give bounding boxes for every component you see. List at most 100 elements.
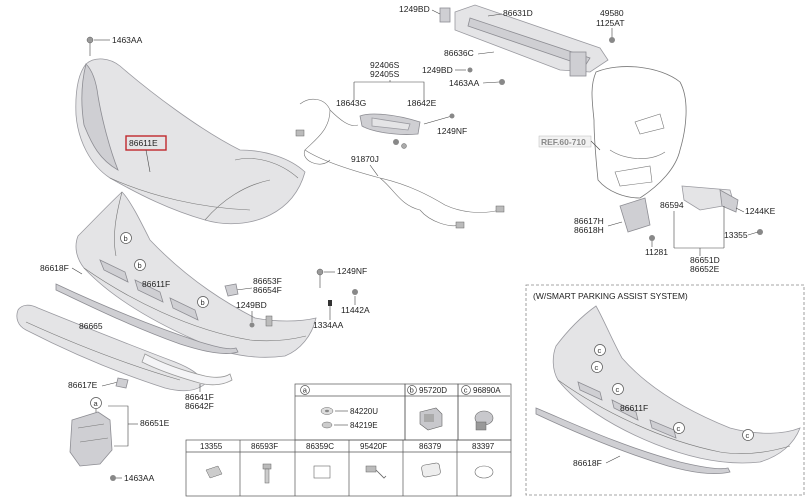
- label-86617H: 86617H: [574, 216, 604, 226]
- inset-callout-c-1: c: [598, 346, 602, 355]
- label-86617E: 86617E: [68, 380, 98, 390]
- table-col-83397: 83397: [472, 442, 495, 451]
- callout-circle-b-3: [197, 296, 209, 308]
- table-circle-c: [461, 385, 471, 395]
- label-86594: 86594: [660, 200, 684, 210]
- bracket-86651E: [69, 411, 113, 467]
- label-86654F: 86654F: [253, 285, 282, 295]
- inset-title: (W/SMART PARKING ASSIST SYSTEM): [533, 291, 688, 301]
- label-86618F-left: 86618F: [40, 263, 69, 273]
- callout-b-1: b: [124, 234, 128, 243]
- label-13355-right: 13355: [724, 230, 748, 240]
- label-1463AA-top: 1463AA: [112, 35, 143, 45]
- table-circle-b: [407, 385, 417, 395]
- label-1463AA-mid: 1463AA: [449, 78, 480, 88]
- inset-callout-circle-c-4: [673, 422, 685, 434]
- inset-callout-c-4: c: [677, 424, 681, 433]
- inset-callout-circle-c-5: [742, 429, 754, 441]
- label-86611F-left: 86611F: [142, 279, 170, 289]
- body-panel-ref: [591, 66, 687, 199]
- label-11442A: 11442A: [341, 305, 370, 315]
- label-86618H: 86618H: [574, 225, 604, 235]
- screw-icon: [262, 463, 272, 484]
- bumper-strip-86618F: [55, 283, 239, 354]
- inset-callout-c-3: c: [616, 385, 620, 394]
- inset-strip: [535, 407, 731, 474]
- callout-b-2: b: [138, 261, 142, 270]
- label-49580: 49580: [600, 8, 624, 18]
- label-92405S: 92405S: [370, 69, 400, 79]
- label-86653F: 86653F: [253, 276, 282, 286]
- callout-b-3: b: [201, 298, 205, 307]
- label-ref-60-710: REF.60-710: [541, 137, 586, 147]
- label-86651D: 86651D: [690, 255, 720, 265]
- label-86631D: 86631D: [503, 8, 533, 18]
- label-92406S: 92406S: [370, 60, 400, 70]
- washer-icon: [321, 421, 333, 429]
- parking-sensor-icon: [474, 410, 494, 431]
- table-header-a: a: [303, 386, 308, 395]
- clip-1463AA-top: [86, 36, 110, 56]
- table-header-95720D: 95720D: [419, 386, 447, 395]
- label-1249NF-mid: 1249NF: [337, 266, 367, 276]
- label-1244KE: 1244KE: [745, 206, 776, 216]
- table-col-86379: 86379: [419, 442, 442, 451]
- label-86641F: 86641F: [185, 392, 214, 402]
- inset-callout-circle-c-1: [594, 344, 606, 356]
- label-86618F-inset: 86618F: [573, 458, 602, 468]
- label-86611F-inset: 86611F: [620, 403, 648, 413]
- label-86652E: 86652E: [690, 264, 720, 274]
- table-header-96890A: 96890A: [473, 386, 501, 395]
- label-1249NF-top: 1249NF: [437, 126, 467, 136]
- pad-icon: [313, 465, 331, 479]
- bumper-trim-86641F: [141, 353, 233, 386]
- label-18642E: 18642E: [407, 98, 437, 108]
- table-header-c: c: [464, 386, 468, 395]
- parts-table: [185, 383, 512, 497]
- label-1334AA: 1334AA: [313, 320, 344, 330]
- label-91870J: 91870J: [351, 154, 379, 164]
- table-col-86593F: 86593F: [251, 442, 278, 451]
- callout-circle-a-1: [90, 397, 102, 409]
- callout-a-1: a: [94, 399, 99, 408]
- label-1249BD-top: 1249BD: [399, 4, 430, 14]
- callout-circle-b-1: [120, 232, 132, 244]
- label-18643G: 18643G: [336, 98, 366, 108]
- bumper-lower-86611F: [75, 191, 317, 358]
- inset-callout-circle-c-3: [612, 383, 624, 395]
- label-86651E: 86651E: [140, 418, 170, 428]
- inset-box: [525, 284, 805, 496]
- sensor-holder-icon: [419, 407, 443, 431]
- connector-icon: [365, 465, 387, 479]
- cap-icon: [421, 462, 441, 478]
- inset-callout-c-2: c: [595, 363, 599, 372]
- label-86611E: 86611E: [129, 138, 158, 148]
- table-col-13355: 13355: [200, 442, 223, 451]
- label-86642F: 86642F: [185, 401, 214, 411]
- bumper-rail-86631D: [439, 4, 615, 85]
- bumper-cover-main: [75, 58, 306, 225]
- wiring-harness-91870J: [295, 98, 505, 229]
- table-part-84219E: 84219E: [350, 421, 378, 430]
- label-86636C: 86636C: [444, 48, 474, 58]
- inset-callout-circle-c-2: [591, 361, 603, 373]
- label-1249BD-low: 1249BD: [236, 300, 267, 310]
- table-header-b: b: [410, 386, 414, 395]
- plug-icon: [474, 465, 494, 479]
- table-circle-a: [300, 385, 310, 395]
- table-col-86359C: 86359C: [306, 442, 334, 451]
- reverse-lamp-assembly: [359, 113, 421, 149]
- callout-circle-b-2: [134, 259, 146, 271]
- label-1125AT: 1125AT: [596, 18, 625, 28]
- clip-nut-icon: [205, 465, 223, 479]
- inset-bumper: [552, 305, 801, 464]
- bumper-bracket-side: [619, 185, 763, 241]
- label-11281: 11281: [645, 247, 668, 257]
- table-part-84220U: 84220U: [350, 407, 378, 416]
- table-col-95420F: 95420F: [360, 442, 387, 451]
- label-1249BD-mid: 1249BD: [422, 65, 453, 75]
- inset-callout-c-5: c: [746, 431, 750, 440]
- label-86665: 86665: [79, 321, 103, 331]
- label-1463AA-bottom: 1463AA: [124, 473, 155, 483]
